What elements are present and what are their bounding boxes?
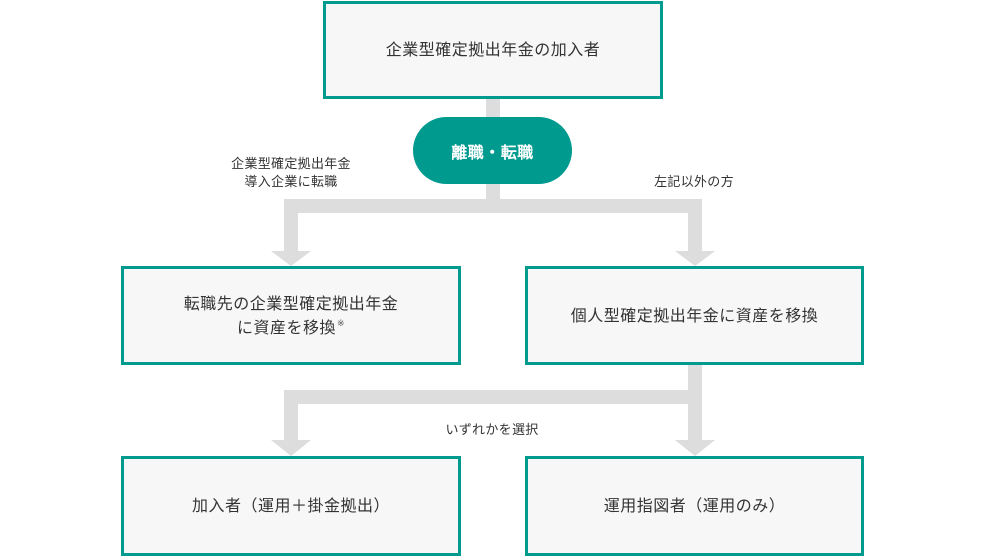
- arrow-head-bottom-right: [675, 440, 715, 456]
- arrow-head-right-mid: [675, 251, 715, 266]
- left-branch-label-line1: 企業型確定拠出年金: [231, 157, 351, 172]
- box-transfer-to-corporate-dc: 転職先の企業型確定拠出年金 に資産を移換※: [121, 266, 461, 365]
- connector-choice-horizontal: [284, 390, 702, 404]
- connector-pill-to-split: [486, 183, 500, 203]
- box-transfer-to-corporate-dc-line1: 転職先の企業型確定拠出年金: [183, 293, 399, 313]
- box-transfer-to-corporate-dc-line2-text: に資産を移換: [236, 317, 336, 337]
- connector-right-drop: [688, 199, 702, 251]
- right-branch-label-text: 左記以外の方: [654, 175, 734, 190]
- choice-label: いずれかを選択: [424, 422, 560, 440]
- box-member-contributing-label: 加入者（運用＋掛金拠出）: [191, 496, 390, 515]
- left-branch-label: 企業型確定拠出年金 導入企業に転職: [208, 156, 374, 191]
- choice-label-text: いずれかを選択: [445, 423, 539, 438]
- footnote-mark: ※: [336, 319, 346, 330]
- connector-left-drop: [284, 199, 298, 251]
- connector-top-to-pill: [486, 99, 500, 119]
- connector-bottom-right-drop: [688, 390, 702, 442]
- event-pill-job-change: 離職・転職: [413, 117, 572, 184]
- arrow-head-left-mid: [271, 251, 311, 266]
- box-current-member-label: 企業型確定拠出年金の加入者: [385, 40, 601, 59]
- right-branch-label: 左記以外の方: [636, 174, 752, 192]
- connector-split-horizontal: [284, 199, 702, 213]
- box-investment-instructor-label: 運用指図者（運用のみ）: [603, 496, 786, 515]
- connector-bottom-left-drop: [284, 390, 298, 442]
- box-current-member: 企業型確定拠出年金の加入者: [323, 1, 663, 99]
- left-branch-label-line2: 導入企業に転職: [244, 174, 338, 190]
- box-investment-instructor: 運用指図者（運用のみ）: [525, 456, 864, 556]
- box-transfer-to-individual-dc: 個人型確定拠出年金に資産を移換: [525, 266, 864, 365]
- connector-right-mid-down: [688, 364, 702, 394]
- box-transfer-to-individual-dc-label: 個人型確定拠出年金に資産を移換: [570, 305, 819, 325]
- box-member-contributing: 加入者（運用＋掛金拠出）: [121, 456, 461, 556]
- event-pill-label: 離職・転職: [451, 142, 534, 162]
- arrow-head-bottom-left: [271, 440, 311, 456]
- box-transfer-to-corporate-dc-line2: に資産を移換※: [237, 316, 345, 340]
